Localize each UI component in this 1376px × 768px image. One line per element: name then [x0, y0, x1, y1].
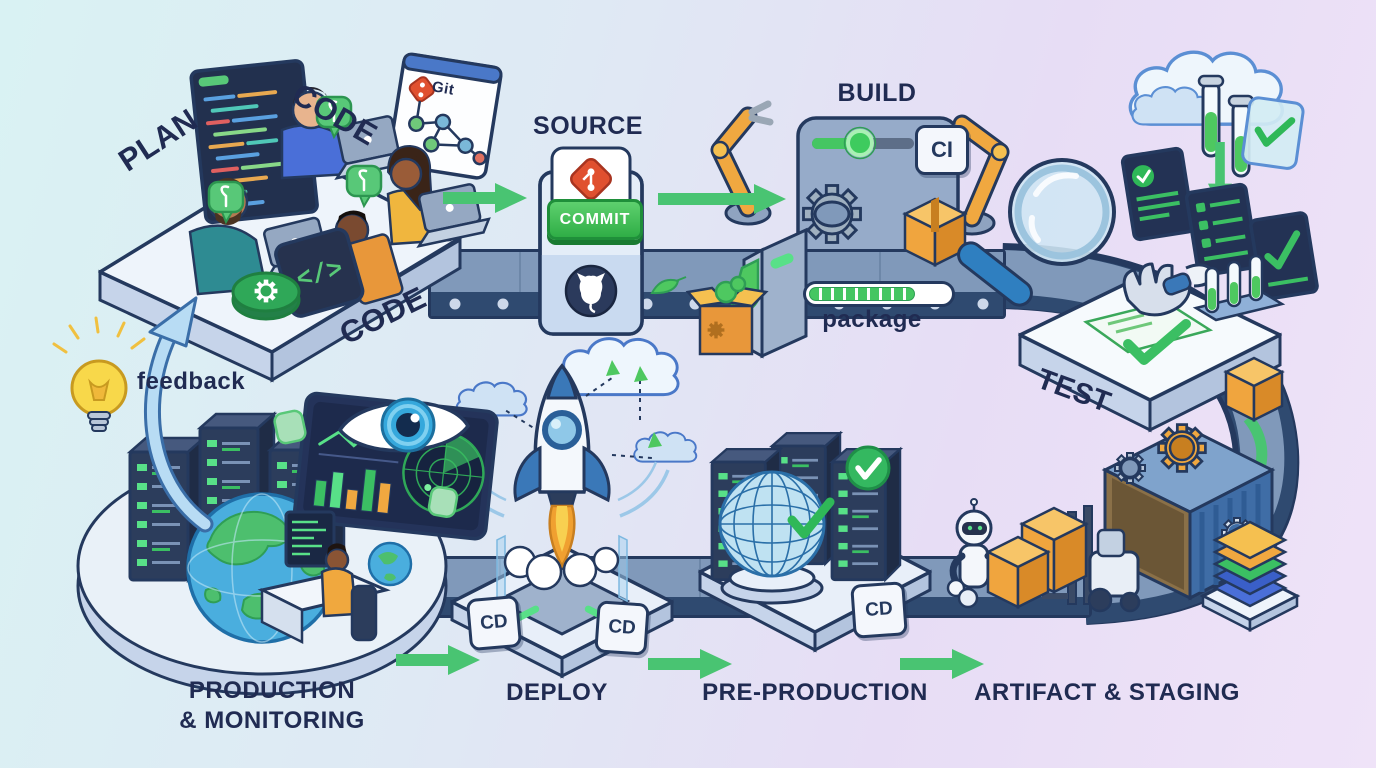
label-feedback: feedback — [137, 368, 246, 395]
git-branch-graph — [408, 100, 487, 166]
cd-badge-deploy-left: CD — [465, 594, 523, 652]
gear-puck — [231, 271, 301, 321]
arrow-deploy-row — [648, 649, 732, 679]
radar-icon — [402, 431, 485, 515]
arrow-preprod-row — [900, 649, 984, 679]
label-source: SOURCE — [533, 112, 643, 140]
build-slider-knob[interactable] — [846, 129, 874, 157]
developer-woman — [386, 144, 493, 248]
green-pixel-tiles — [273, 409, 459, 519]
ci-badge: CI — [915, 125, 969, 175]
lightbulb-icon — [52, 316, 146, 432]
mini-globe — [367, 541, 413, 587]
label-pre-production: PRE-PRODUCTION — [702, 679, 928, 706]
source-card — [538, 146, 644, 336]
label-build: BUILD — [837, 79, 917, 107]
deploy-clouds — [455, 337, 698, 463]
packaging-machine — [685, 227, 808, 359]
build-box — [902, 197, 968, 268]
package-progress-fill — [809, 287, 916, 301]
octocat-icon — [564, 264, 618, 318]
label-artifact-staging: ARTIFACT & STAGING — [974, 679, 1240, 706]
forklift-icon — [1019, 505, 1141, 613]
robot-box — [985, 535, 1051, 610]
git-icon — [570, 158, 612, 200]
test-result-screens — [1120, 146, 1319, 301]
label-package: package — [822, 306, 922, 333]
robotic-hand — [1122, 262, 1216, 317]
preprod-globe — [718, 470, 835, 605]
feedback-arrow — [143, 296, 214, 533]
build-gear — [802, 184, 862, 244]
git-icon — [408, 76, 435, 103]
cd-badge-deploy-right: CD — [594, 600, 650, 656]
layers-icon — [1199, 520, 1301, 633]
cd-badge-pre-production: CD — [850, 581, 908, 639]
robot-arm-left — [710, 100, 774, 226]
curve-box — [1223, 356, 1285, 423]
eye-icon — [337, 397, 471, 453]
container-gears — [1114, 423, 1207, 484]
magnifier-icon — [957, 158, 1116, 307]
commit-button[interactable]: COMMIT — [547, 199, 643, 240]
green-item — [650, 276, 687, 295]
operator-desk — [257, 510, 391, 645]
label-production-monitoring: PRODUCTION & MONITORING — [179, 677, 365, 734]
test-tube-rack — [1192, 254, 1286, 322]
preprod-check-icon — [845, 445, 891, 491]
package-progress-bar — [803, 281, 955, 307]
label-git: Git — [430, 78, 456, 99]
robot-icon — [946, 498, 1006, 609]
check-tile — [1241, 96, 1305, 170]
label-deploy: DEPLOY — [506, 679, 608, 706]
